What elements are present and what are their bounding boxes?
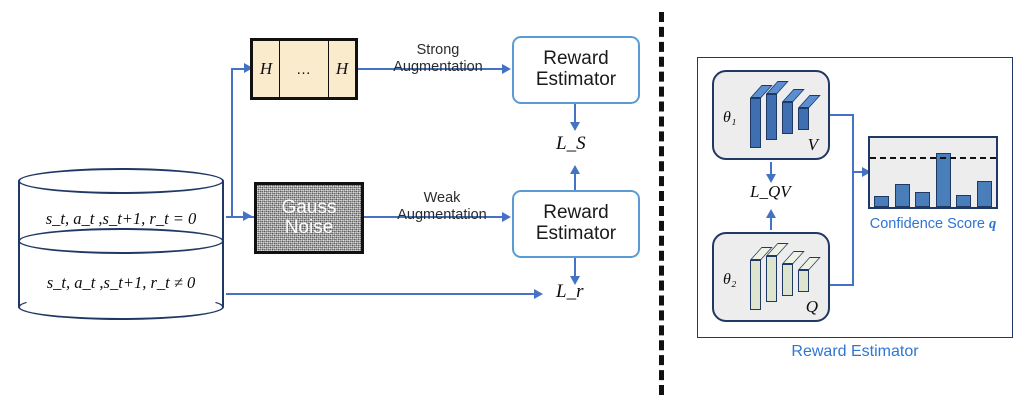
confidence-score-symbol: q (989, 216, 997, 232)
gauss-noise-box: Gauss Noise (254, 182, 364, 254)
ls-line-bottom (574, 172, 577, 190)
q-network-name: Q (805, 297, 818, 316)
reward-estimator-strong-text: Reward Estimator (536, 49, 616, 90)
q-network-theta: θ₂ (723, 271, 737, 288)
v-slab-2 (766, 81, 789, 140)
arrow-to-strong-aug (244, 63, 253, 73)
reward-estimator-weak-line1: Reward (543, 202, 609, 224)
value-network-box[interactable]: θ₁ V (712, 70, 830, 160)
chart-bar (976, 180, 992, 207)
strong-aug-label-line1: Strong (416, 42, 460, 58)
weak-aug-label: Weak Augmentation (382, 190, 502, 223)
strong-augmentation-box: H … H (250, 38, 358, 100)
lqv-line-top (770, 162, 773, 176)
branch-top-line (231, 68, 247, 71)
value-network-theta: θ₁ (723, 109, 737, 126)
arrow-up-to-lqv (765, 209, 776, 218)
arrow-down-to-ls (569, 122, 580, 131)
strong-aug-label: Strong Augmentation (378, 42, 498, 75)
branch-riser (231, 68, 234, 218)
arrow-down-to-lr (569, 276, 580, 285)
q-slab-1 (750, 247, 773, 310)
arrow-up-to-ls (569, 165, 580, 174)
reward-estimator-strong-line1: Reward (543, 48, 609, 70)
merge-to-chart-line (852, 171, 864, 173)
chart-bar (935, 153, 951, 207)
aug-cell-ellipsis: … (279, 41, 329, 97)
arrow-to-gauss-noise (243, 211, 252, 221)
strong-aug-line (358, 68, 504, 71)
reward-estimator-weak-line2: Estimator (535, 223, 617, 244)
v-slab-1 (750, 85, 773, 148)
q-net-out-line (830, 284, 854, 286)
arrow-down-to-lqv (765, 174, 776, 183)
aug-cell-right: H (335, 59, 349, 78)
aug-cell-left: H (259, 59, 273, 78)
loss-lqv-label: L_QV (750, 182, 791, 201)
buffer-row-unlabeled: s_t, a_t ,s_t+1, r_t = 0 (45, 209, 197, 228)
value-network-name: V (807, 135, 818, 154)
gauss-noise-line2: Noise (284, 217, 334, 238)
lr-line-from-estimator (574, 258, 577, 278)
lqv-line-bottom (770, 216, 773, 230)
cylinder-bottom-ellipse (18, 294, 224, 320)
ls-line-top (574, 104, 577, 124)
q-slab-3 (782, 251, 805, 296)
chart-bar (874, 195, 889, 207)
q-slab-4 (798, 257, 821, 292)
chart-bar (915, 191, 931, 207)
merge-vertical-line (852, 114, 854, 286)
cylinder-top-ellipse (18, 168, 224, 194)
reward-estimator-panel-caption: Reward Estimator (791, 343, 919, 360)
confidence-score-caption-text: Confidence Score (869, 216, 990, 232)
arrow-right-to-lr (534, 288, 543, 299)
weak-aug-line (364, 216, 504, 219)
v-slab-3 (782, 89, 805, 134)
gauss-noise-text: Gauss Noise (282, 198, 337, 238)
cylinder-middle-ellipse (18, 228, 224, 254)
confidence-threshold-line (870, 156, 996, 159)
weak-aug-label-line2: Augmentation (397, 206, 487, 223)
arrow-weak-to-estimator (502, 211, 511, 222)
confidence-score-caption: Confidence Score q (840, 216, 1026, 233)
panel-divider (659, 12, 664, 395)
weak-aug-label-line1: Weak (423, 190, 461, 206)
q-network-box[interactable]: θ₂ Q (712, 232, 830, 322)
reward-estimator-weak[interactable]: Reward Estimator (512, 190, 640, 258)
reward-estimator-detail-panel: θ₁ V θ₂ Q (697, 57, 1013, 338)
reward-estimator-strong-line2: Estimator (535, 69, 617, 90)
v-slab-4 (798, 95, 821, 130)
chart-bar (894, 184, 910, 207)
strong-aug-label-line2: Augmentation (393, 58, 483, 75)
chart-bar (956, 195, 972, 207)
arrow-to-confidence-chart (862, 166, 871, 177)
q-slab-2 (766, 243, 789, 302)
arrow-strong-to-estimator (502, 63, 511, 74)
loss-ls-label: L_S (556, 133, 586, 154)
chart-bars (870, 138, 996, 207)
replay-buffer-cylinder: s_t, a_t ,s_t+1, r_t = 0 s_t, a_t ,s_t+1… (18, 168, 226, 320)
reward-estimator-strong[interactable]: Reward Estimator (512, 36, 640, 104)
buffer-labeled-line (226, 293, 536, 296)
confidence-score-chart (868, 136, 998, 209)
v-net-out-line (830, 114, 854, 116)
gauss-noise-line1: Gauss (281, 197, 337, 219)
buffer-row-labeled: s_t, a_t ,s_t+1, r_t ≠ 0 (46, 273, 196, 292)
loss-lr-label: L_r (556, 281, 584, 302)
reward-estimator-weak-text: Reward Estimator (536, 203, 616, 244)
